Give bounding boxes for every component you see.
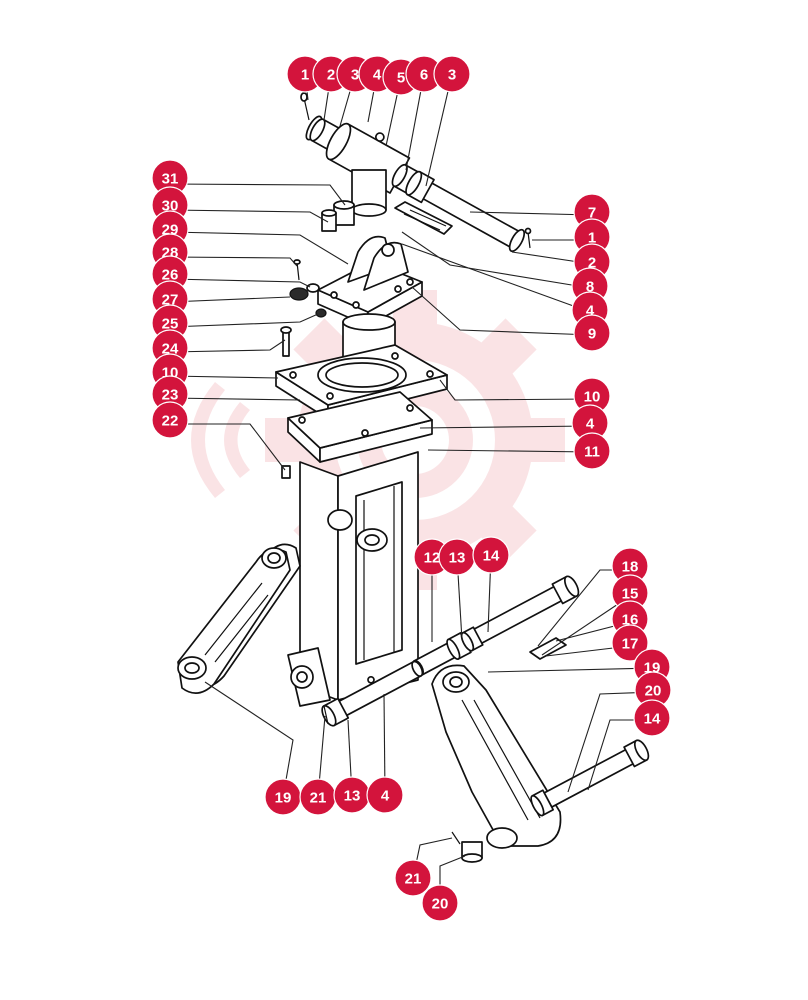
callout-label: 26	[162, 266, 179, 283]
callout-left-22: 22	[151, 401, 189, 439]
callout-bottom-21a: 21	[299, 778, 337, 816]
callout-right-11: 11	[573, 432, 611, 470]
callout-lower-14b: 14	[633, 699, 671, 737]
callouts-left: 31 30 29 28 26 27 25 24 10 23 22	[151, 159, 189, 439]
callout-lower-15: 15	[611, 574, 649, 612]
callout-label: 4	[586, 302, 595, 319]
callout-label: 11	[584, 443, 600, 460]
callout-label: 18	[622, 558, 639, 575]
callouts-bottom: 19 21 13 4 21 20	[264, 776, 459, 922]
callout-label: 3	[351, 66, 359, 83]
cotter-pin-upper-left	[300, 92, 310, 121]
callouts-right: 7 1 2 8 4 9 10 4 11	[571, 193, 611, 470]
lower-flange-plate	[287, 391, 433, 463]
callout-label: 16	[622, 611, 639, 628]
callout-label: 21	[310, 789, 327, 806]
lower-pins	[323, 705, 329, 725]
callout-label: 24	[162, 340, 179, 357]
callout-label: 4	[586, 415, 595, 432]
callout-label: 31	[162, 170, 179, 187]
callout-top-3b: 3	[433, 55, 471, 93]
callout-bottom-19: 19	[264, 778, 302, 816]
callout-label: 6	[420, 66, 428, 83]
callout-label: 21	[405, 870, 422, 887]
callout-label: 25	[162, 315, 179, 332]
callout-label: 14	[644, 710, 661, 727]
lower-cross-pin	[530, 739, 650, 817]
pin-bracket	[529, 637, 567, 660]
callout-bottom-4: 4	[366, 776, 404, 814]
right-lower-arm	[431, 664, 562, 863]
upper-cross-pin	[411, 575, 580, 677]
callout-label: 15	[622, 585, 639, 602]
callout-label: 3	[448, 66, 456, 83]
callout-label: 17	[622, 635, 639, 652]
callout-label: 12	[424, 549, 441, 566]
cotter-pin-upper-right	[524, 227, 532, 249]
pivot-post	[321, 169, 387, 232]
callout-label: 2	[588, 254, 596, 271]
callout-label: 14	[483, 547, 500, 564]
callout-label: 19	[275, 789, 292, 806]
callout-bottom-20: 20	[421, 884, 459, 922]
callout-label: 30	[162, 197, 179, 214]
left-cross-pin	[321, 660, 424, 727]
callout-lower-20: 20	[634, 671, 672, 709]
callout-label: 1	[301, 66, 309, 83]
callout-bottom-13: 13	[333, 776, 371, 814]
clevis-bracket	[317, 235, 423, 327]
upper-pivot-shaft	[305, 115, 526, 253]
callout-right-10: 10	[573, 377, 611, 415]
callout-label: 23	[162, 386, 179, 403]
callout-left-23: 23	[151, 375, 189, 413]
callout-lower-17: 17	[611, 624, 649, 662]
callout-label: 5	[397, 69, 405, 86]
callout-label: 20	[432, 895, 449, 912]
retaining-bar	[394, 201, 453, 235]
callouts-top: 1 2 3 4 5 6 3	[286, 55, 471, 96]
callout-right-4b: 4	[571, 404, 609, 442]
callout-lower-14a: 14	[472, 536, 510, 574]
callout-lower-13: 13	[438, 538, 476, 576]
callout-label: 13	[344, 787, 361, 804]
callout-bottom-21b: 21	[394, 859, 432, 897]
callout-label: 2	[327, 66, 335, 83]
left-lower-arm	[177, 543, 301, 694]
callout-label: 9	[588, 325, 596, 342]
callout-label: 27	[162, 291, 179, 308]
callout-label: 20	[645, 682, 662, 699]
callout-right-9: 9	[573, 314, 611, 352]
callout-label: 8	[586, 278, 594, 295]
callout-left-31: 31	[151, 159, 189, 197]
callout-label: 4	[373, 66, 382, 83]
callout-label: 7	[588, 204, 596, 221]
callout-label: 22	[162, 412, 179, 429]
callout-label: 1	[588, 229, 596, 246]
callout-label: 10	[584, 388, 601, 405]
callout-label: 13	[449, 549, 466, 566]
callouts-lower: 12 13 14 18 15 16 17 19 20 14	[413, 536, 672, 737]
main-column	[281, 451, 419, 707]
callout-label: 4	[381, 787, 390, 804]
